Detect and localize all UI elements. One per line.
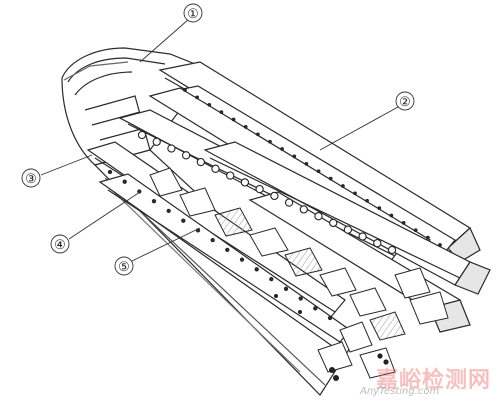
rail-hole [426, 235, 430, 240]
callout-4: ④ [50, 234, 70, 254]
rail-hole [254, 267, 259, 272]
rail-hole [389, 213, 394, 218]
rail-hole [353, 191, 357, 196]
rail-hole [240, 178, 250, 187]
rail-hole [255, 184, 264, 194]
rail-hole [269, 276, 274, 282]
callout-1: ① [183, 3, 203, 23]
rail-hole [299, 205, 308, 214]
rail-hole [219, 110, 224, 114]
rail-hole [280, 147, 284, 151]
rail-hole [377, 206, 382, 210]
rail-hole [316, 169, 321, 174]
rail-hole [268, 139, 272, 144]
rail-hole [284, 198, 294, 207]
svg-text:①: ① [187, 7, 199, 22]
rail-hole [304, 161, 309, 166]
rail-hole [292, 154, 297, 159]
rail-hole [413, 228, 418, 233]
rail-hole [329, 218, 338, 228]
rail-hole [438, 243, 442, 247]
rail-hole [231, 117, 236, 122]
rail-hole [283, 286, 289, 291]
rail-hole [314, 212, 323, 221]
rail-hole [358, 232, 367, 241]
rail-hole [207, 102, 212, 107]
rail-hole [211, 164, 220, 173]
rail-hole [365, 198, 369, 203]
rail-hole [226, 171, 235, 180]
rail-hole [183, 88, 187, 92]
rail-hole [341, 184, 345, 188]
rail-hole [239, 257, 245, 262]
rail-hole [243, 125, 248, 129]
rail-hole [225, 247, 230, 253]
fastener-dots-top [183, 88, 442, 247]
svg-text:④: ④ [54, 238, 66, 253]
rail-hole [151, 199, 157, 204]
rail-hole [210, 237, 215, 243]
rail-hole [270, 191, 279, 201]
rail-hole [343, 225, 353, 234]
rail-hole [167, 144, 176, 153]
bolt-clusters [274, 294, 389, 381]
callout-5: ⑤ [114, 256, 134, 276]
callout-3: ③ [21, 168, 41, 188]
rail-hole [137, 130, 147, 140]
cross-brackets [149, 167, 449, 379]
rail-hole [181, 218, 186, 223]
svg-text:③: ③ [25, 172, 37, 187]
watermark: 嘉峪检测网 [376, 368, 492, 393]
rail-hole [401, 221, 406, 225]
rail-hole [298, 296, 303, 301]
hole-pattern-main [137, 130, 397, 255]
rail-hole [107, 169, 113, 175]
rail-hole [196, 157, 205, 167]
rail-hole [181, 151, 191, 160]
rail-hole [195, 95, 199, 100]
rail-hole [387, 245, 397, 255]
rail-hole [327, 315, 333, 321]
rail-hole [122, 179, 127, 184]
svg-text:②: ② [399, 95, 411, 110]
leader-lines [40, 18, 399, 262]
svg-text:⑤: ⑤ [118, 260, 130, 275]
rail-hole [313, 306, 318, 311]
rail-hole [328, 176, 333, 181]
watermark-sub: AnyTesting.com [360, 386, 440, 397]
rail-hole [373, 239, 382, 248]
rail-hole [256, 132, 260, 137]
callout-2: ② [395, 91, 415, 111]
rail-hole [166, 208, 171, 214]
rail-hole [152, 137, 161, 146]
